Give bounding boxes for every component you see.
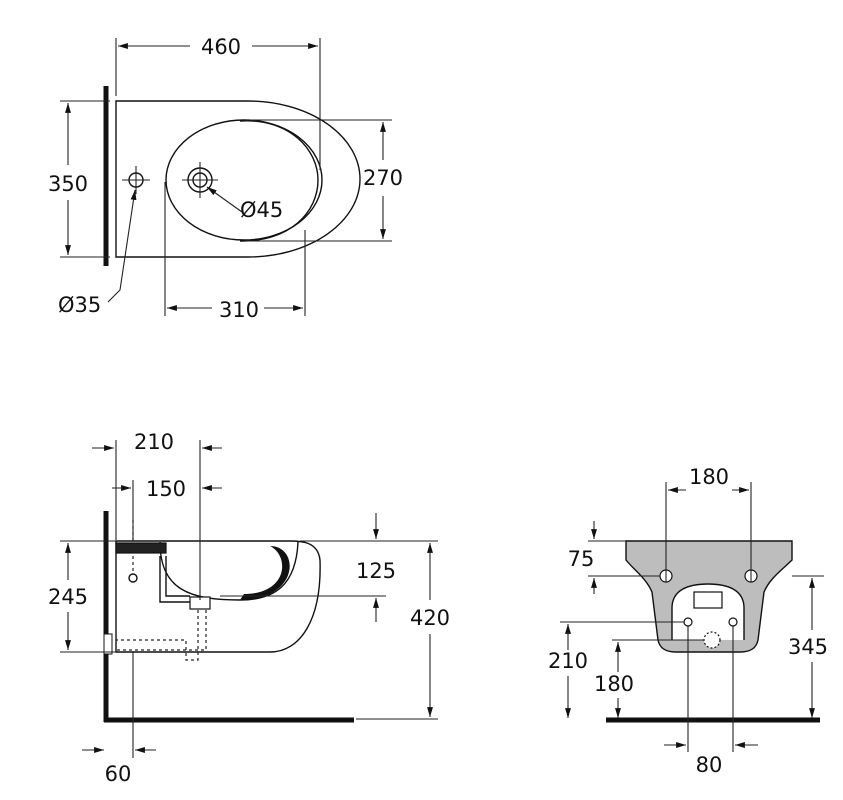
dim-270: 270 <box>363 166 403 190</box>
front-view: 180 75 345 210 180 80 <box>548 465 828 777</box>
dim-60: 60 <box>105 762 132 786</box>
fixing-point <box>128 573 138 583</box>
dim-350: 350 <box>48 172 88 196</box>
dim-80: 80 <box>696 753 723 777</box>
dim-180-top: 180 <box>689 465 729 489</box>
bowl-inside <box>159 541 299 601</box>
dim-420: 420 <box>410 606 450 630</box>
tap-block <box>115 542 167 554</box>
supply-pipe-right <box>728 617 738 627</box>
dim-210-front: 210 <box>548 649 588 673</box>
dim-345: 345 <box>788 635 828 659</box>
dim-75: 75 <box>568 547 595 571</box>
drain-block <box>693 591 723 609</box>
dim-180: 180 <box>594 672 634 696</box>
label-hole-35: Ø35 <box>58 293 101 317</box>
side-view: 210 150 245 125 420 60 <box>48 430 450 786</box>
waste-outlet <box>703 631 721 649</box>
dim-245: 245 <box>48 585 88 609</box>
supply-pipe-left <box>683 617 693 627</box>
dim-210-side: 210 <box>134 430 174 454</box>
dim-150: 150 <box>146 477 186 501</box>
label-hole-45: Ø45 <box>240 198 283 222</box>
dim-125: 125 <box>356 559 396 583</box>
bidet-outline-top <box>115 100 361 258</box>
dim-310: 310 <box>219 298 259 322</box>
dim-460: 460 <box>201 35 241 59</box>
top-view: 460 350 270 310 Ø45 Ø35 <box>48 35 403 322</box>
trap-hidden-line <box>116 610 199 661</box>
bidet-outline-side <box>115 540 321 653</box>
waste-pipe <box>159 556 190 603</box>
rim-line <box>239 120 319 242</box>
